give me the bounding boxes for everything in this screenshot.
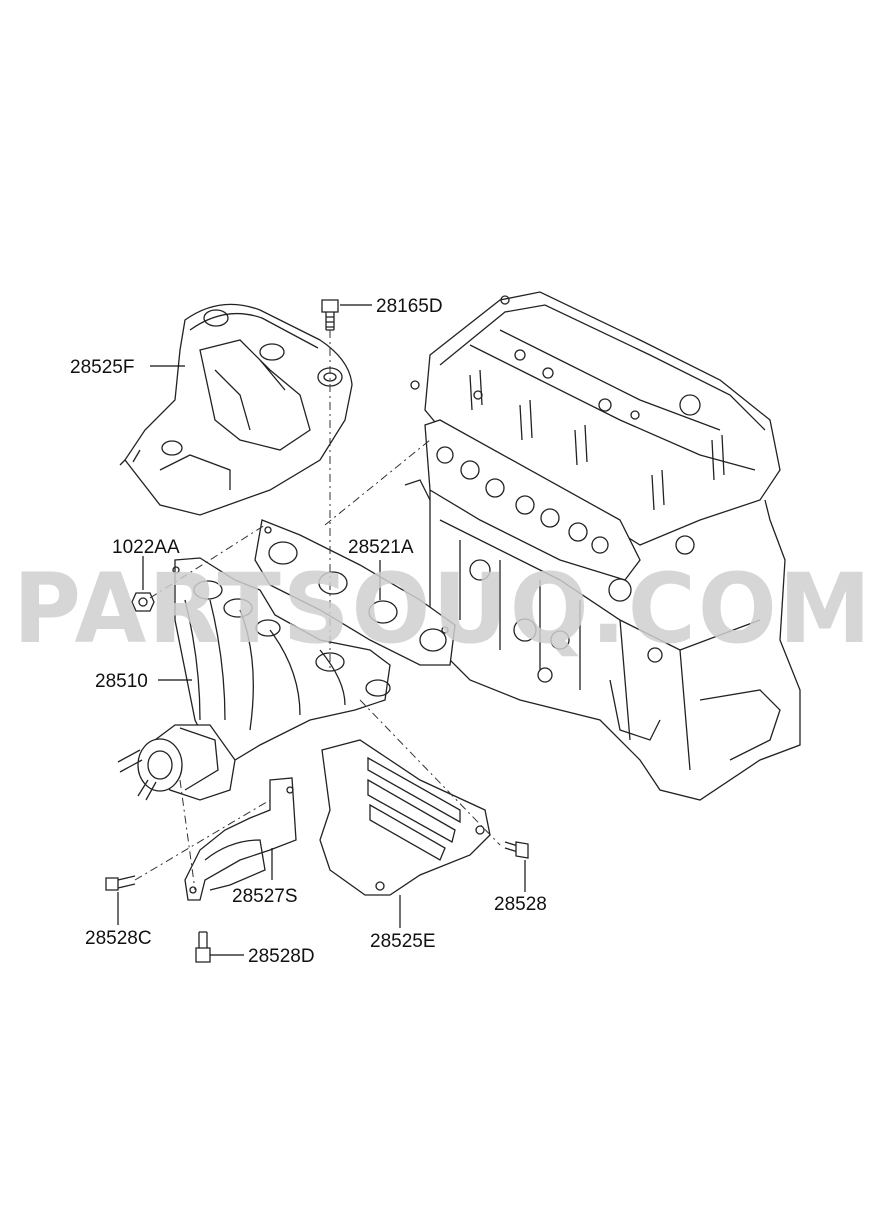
bolt-28528 bbox=[504, 841, 529, 859]
label-28528C: 28528C bbox=[85, 928, 152, 949]
watermark: PARTSOUQ.COM bbox=[13, 553, 873, 665]
nut-1022AA bbox=[131, 592, 155, 612]
exhaust-manifold-28510 bbox=[117, 557, 391, 801]
label-28510: 28510 bbox=[95, 671, 148, 692]
engine-block bbox=[404, 291, 801, 801]
bolt-28528D bbox=[195, 931, 211, 963]
assembly-lines bbox=[134, 330, 501, 891]
label-28525F: 28525F bbox=[70, 357, 134, 378]
gasket-28521A bbox=[254, 519, 456, 666]
label-28165D: 28165D bbox=[376, 296, 443, 317]
bolt-28165D bbox=[321, 299, 339, 331]
leader-lines bbox=[117, 304, 526, 956]
label-28525E: 28525E bbox=[370, 931, 436, 952]
label-28527S: 28527S bbox=[232, 886, 298, 907]
bolt-28528C bbox=[105, 875, 136, 891]
heat-shield-lower-28525E bbox=[319, 739, 491, 896]
label-1022AA: 1022AA bbox=[112, 537, 180, 558]
heat-shield-upper-28525F bbox=[119, 303, 353, 516]
label-28528D: 28528D bbox=[248, 946, 315, 967]
label-28528: 28528 bbox=[494, 894, 547, 915]
label-28521A: 28521A bbox=[348, 537, 414, 558]
bracket-28527S bbox=[184, 777, 297, 901]
